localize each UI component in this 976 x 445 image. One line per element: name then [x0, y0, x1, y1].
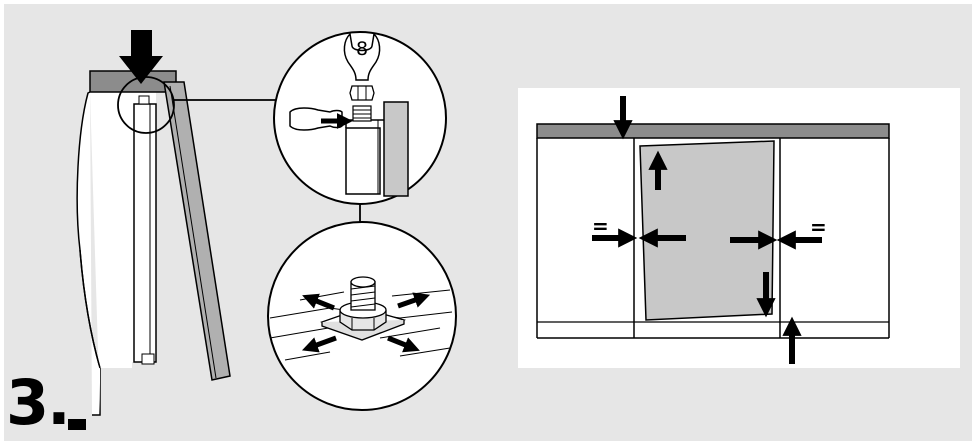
- press-down-arrow: [119, 30, 163, 84]
- hinge-detail: 8: [273, 31, 447, 222]
- step-number: 3.: [6, 366, 71, 439]
- wrench-top-icon: [343, 32, 381, 81]
- countertop-front: [536, 123, 890, 139]
- foot-adjust-detail: [267, 221, 457, 411]
- tilted-door-panel: [163, 81, 231, 381]
- cabinet-side-panel: [133, 103, 157, 363]
- equal-mark-right: =: [810, 215, 827, 239]
- side-view: [76, 30, 280, 416]
- wrench-size-label: 8: [356, 38, 368, 60]
- equal-mark-left: =: [592, 214, 609, 238]
- step-underline: [68, 419, 86, 430]
- front-view: = =: [518, 88, 960, 368]
- countertop-side: [89, 70, 177, 93]
